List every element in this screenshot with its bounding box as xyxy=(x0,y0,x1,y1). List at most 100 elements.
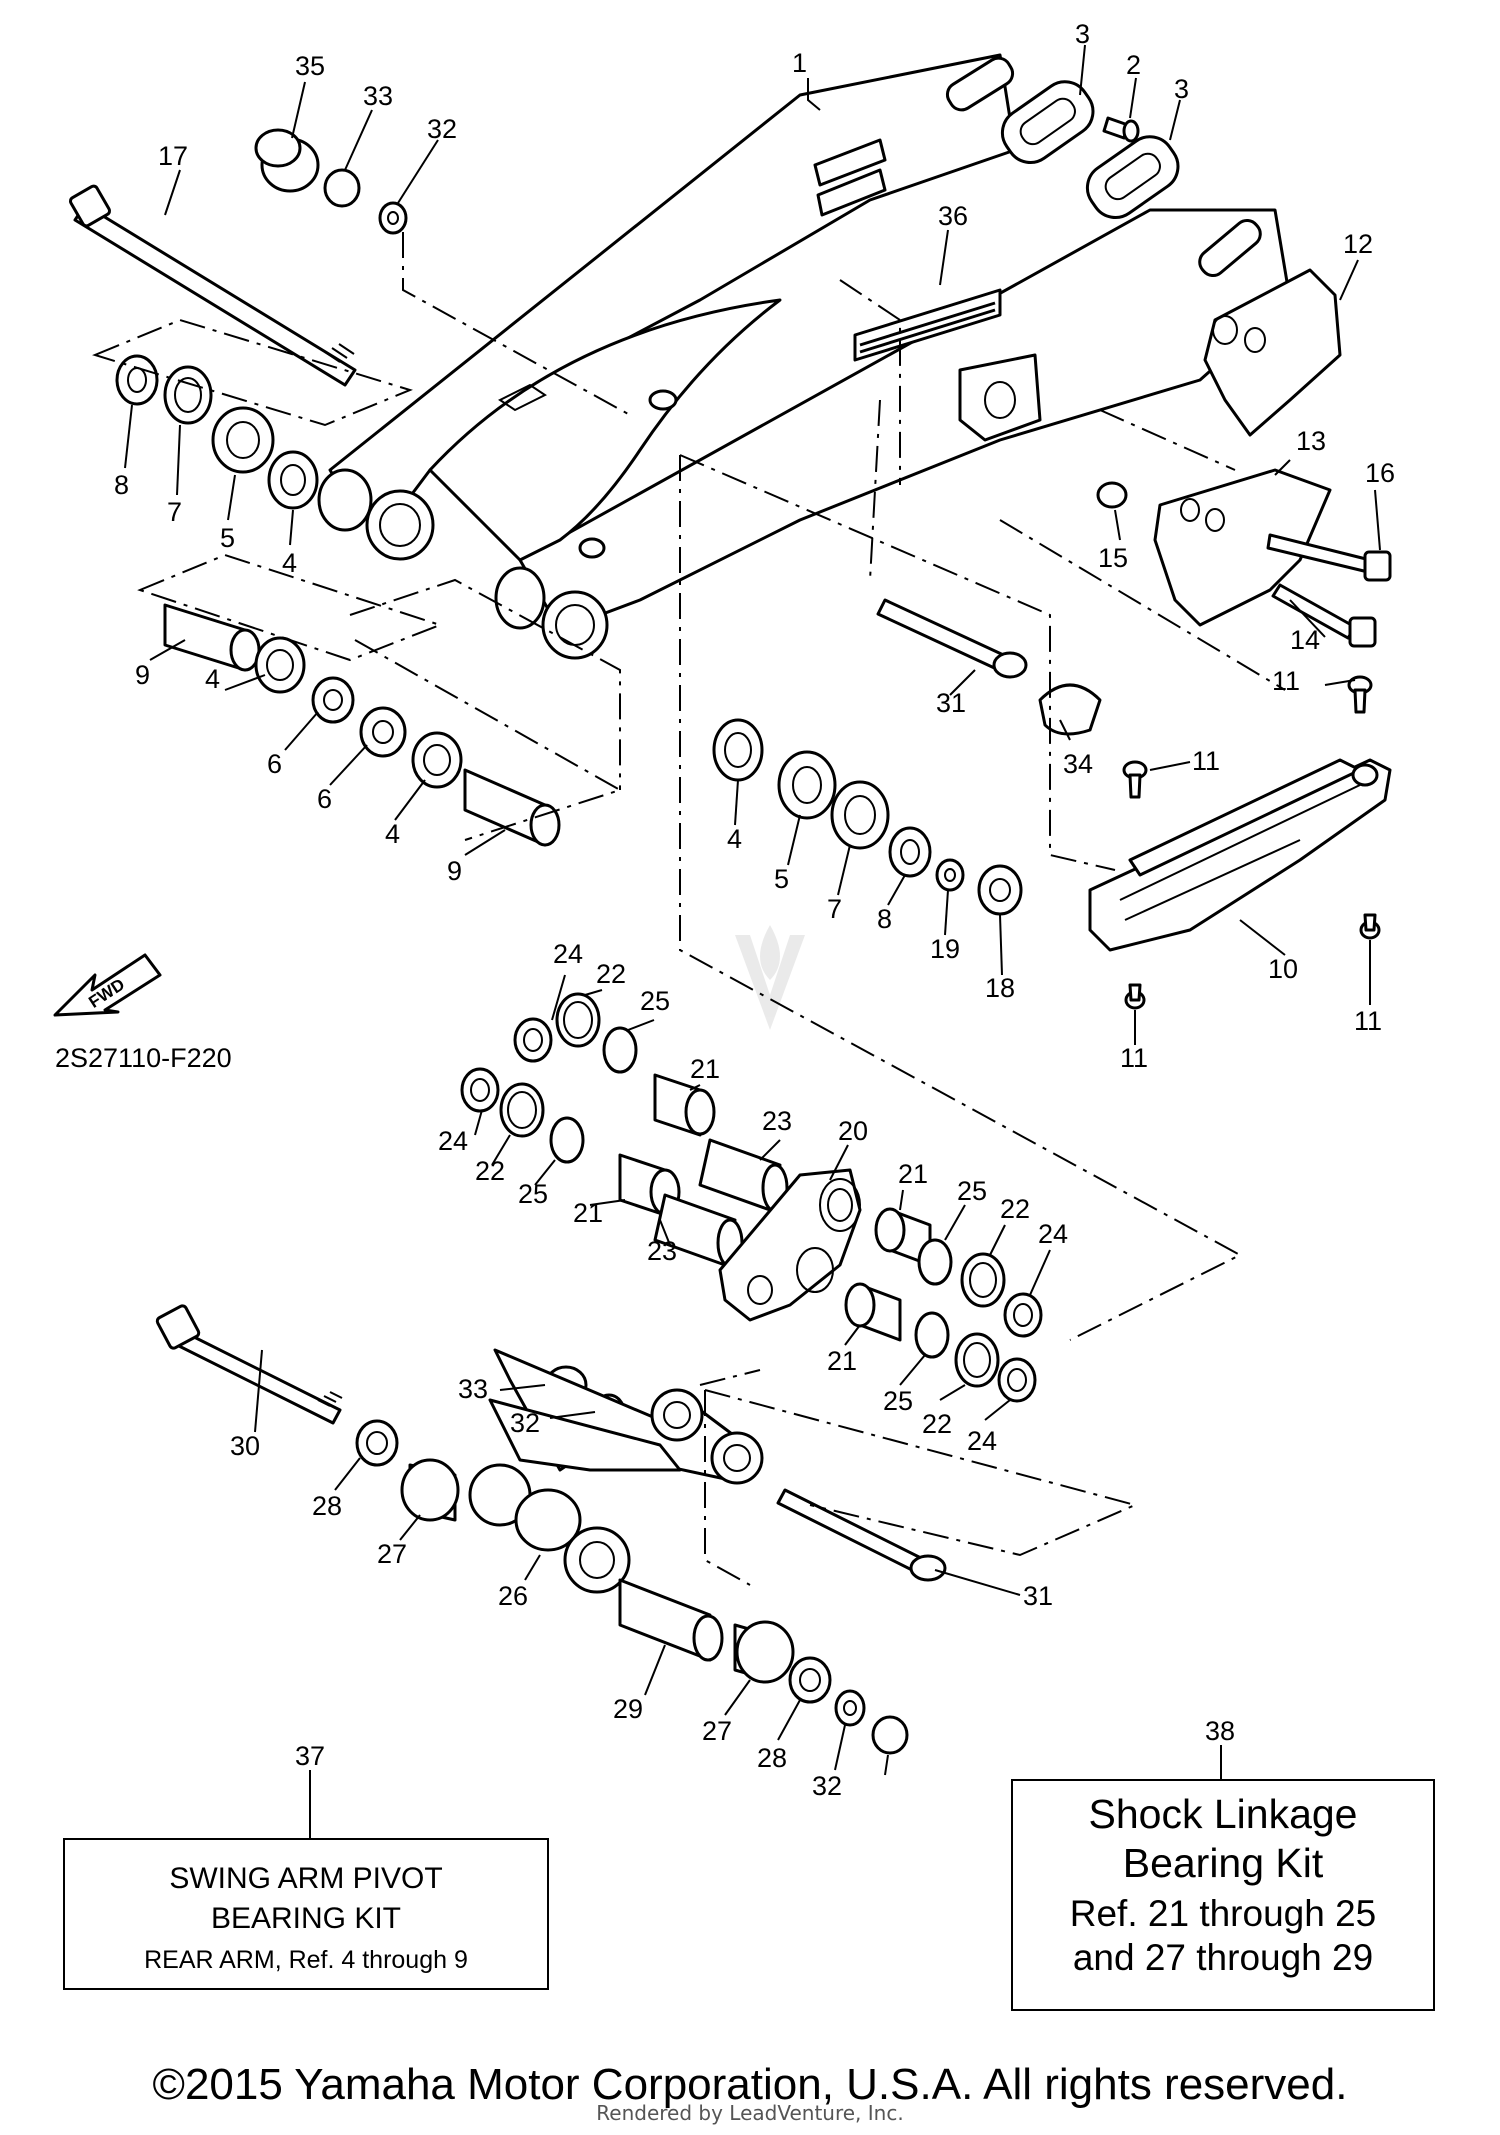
callout-20: 20 xyxy=(838,1116,868,1146)
chain-slider-10 xyxy=(1088,675,1392,1010)
callout-6: 6 xyxy=(317,784,332,814)
chain-guide xyxy=(1153,268,1342,627)
connecting-rod-26 xyxy=(468,1348,764,1594)
cap-34 xyxy=(1038,683,1102,736)
diagram-code: 2S27110-F220 xyxy=(55,1043,232,1073)
callout-8: 8 xyxy=(114,470,129,500)
callout-32: 32 xyxy=(427,114,457,144)
callout-18: 18 xyxy=(985,973,1015,1003)
leadventure-watermark xyxy=(735,925,805,1030)
callout-3: 3 xyxy=(1174,74,1189,104)
kit-pivot-line1: SWING ARM PIVOT xyxy=(169,1862,443,1895)
callout-29: 29 xyxy=(613,1694,643,1724)
callout-13: 13 xyxy=(1296,426,1326,456)
callout-26: 26 xyxy=(498,1581,528,1611)
callout-21: 21 xyxy=(827,1346,857,1376)
callout-9: 9 xyxy=(447,856,462,886)
kit-pivot-line3: REAR ARM, Ref. 4 through 9 xyxy=(144,1946,468,1974)
callout-23: 23 xyxy=(762,1106,792,1136)
bolt-30 xyxy=(155,1304,343,1425)
callout-23: 23 xyxy=(647,1236,677,1266)
guide-bolts xyxy=(1096,481,1392,648)
bolt-31-lower xyxy=(776,1488,947,1582)
callout-22: 22 xyxy=(596,959,626,989)
kit-linkage-line3: Ref. 21 through 25 xyxy=(1069,1893,1377,1934)
bolt-31-upper xyxy=(876,598,1028,679)
callout-37: 37 xyxy=(295,1741,325,1771)
seal-28-left xyxy=(355,1419,399,1467)
callout-4: 4 xyxy=(282,548,297,578)
callout-10: 10 xyxy=(1268,954,1298,984)
callout-8: 8 xyxy=(877,904,892,934)
callout-22: 22 xyxy=(475,1156,505,1186)
callout-5: 5 xyxy=(774,864,789,894)
callout-17: 17 xyxy=(158,141,188,171)
callout-33: 33 xyxy=(458,1374,488,1404)
callout-4: 4 xyxy=(205,664,220,694)
seal-28-right xyxy=(788,1656,832,1704)
relay-arm-20 xyxy=(718,1168,862,1322)
pivot-bearings-inner xyxy=(163,603,561,847)
linkage-seals xyxy=(460,992,638,1164)
washer-32-top xyxy=(378,201,408,235)
callout-7: 7 xyxy=(167,497,182,527)
callout-33: 33 xyxy=(363,81,393,111)
leader-lines xyxy=(124,44,1381,1838)
callout-6: 6 xyxy=(267,749,282,779)
callout-34: 34 xyxy=(1063,749,1093,779)
rendered-by-notice: Rendered by LeadVenture, Inc. xyxy=(596,2101,904,2125)
copyright-notice: ©2015 Yamaha Motor Corporation, U.S.A. A… xyxy=(152,2060,1348,2109)
callout-24: 24 xyxy=(967,1426,997,1456)
callout-12: 12 xyxy=(1343,229,1373,259)
callout-24: 24 xyxy=(1038,1219,1068,1249)
decal-36 xyxy=(853,288,1002,362)
callout-11: 11 xyxy=(1120,1043,1148,1073)
callout-30: 30 xyxy=(230,1431,260,1461)
collar-29 xyxy=(618,1578,724,1662)
adjuster-plates xyxy=(1000,80,1180,219)
callout-32: 32 xyxy=(510,1408,540,1438)
kit-linkage-line2: Bearing Kit xyxy=(1122,1840,1324,1886)
callout-21: 21 xyxy=(690,1054,720,1084)
callout-21: 21 xyxy=(573,1198,603,1228)
kit-linkage-line4: and 27 through 29 xyxy=(1072,1937,1374,1978)
callout-32: 32 xyxy=(812,1771,842,1801)
callout-25: 25 xyxy=(518,1179,548,1209)
callout-25: 25 xyxy=(883,1386,913,1416)
callout-27: 27 xyxy=(702,1716,732,1746)
callout-14: 14 xyxy=(1290,625,1320,655)
callout-4: 4 xyxy=(727,824,742,854)
callout-31: 31 xyxy=(936,688,966,718)
pivot-axle-17 xyxy=(68,184,357,387)
callout-1: 1 xyxy=(792,48,807,78)
swing-arm xyxy=(317,53,1292,660)
callout-3: 3 xyxy=(1075,19,1090,49)
callout-9: 9 xyxy=(135,660,150,690)
callout-11: 11 xyxy=(1354,1006,1382,1036)
swing-arm-pivot-bearing-kit-box: SWING ARM PIVOT BEARING KIT REAR ARM, Re… xyxy=(63,1838,549,1990)
nut-33-top xyxy=(323,168,361,208)
fwd-arrow-icon: FWD xyxy=(53,953,162,1017)
callout-11: 11 xyxy=(1192,746,1220,776)
kit-linkage-line1: Shock Linkage xyxy=(1088,1791,1358,1837)
callout-28: 28 xyxy=(757,1743,787,1773)
nut-lower-right xyxy=(871,1715,909,1755)
callout-15: 15 xyxy=(1098,543,1128,573)
relay-arm-bearings xyxy=(712,718,1023,916)
collar-27-left xyxy=(400,1458,460,1522)
shock-linkage-bearing-kit-box: Shock Linkage Bearing Kit Ref. 21 throug… xyxy=(1011,1779,1435,2011)
callout-5: 5 xyxy=(220,523,235,553)
callout-24: 24 xyxy=(438,1126,468,1156)
linkage-seals-right xyxy=(914,1238,1043,1403)
pivot-bearings-left xyxy=(115,354,319,510)
kit-pivot-line2: BEARING KIT xyxy=(210,1902,402,1935)
callout-16: 16 xyxy=(1365,458,1395,488)
callout-25: 25 xyxy=(957,1176,987,1206)
callout-2: 2 xyxy=(1126,50,1141,80)
reference-lines xyxy=(92,232,1286,1586)
callout-38: 38 xyxy=(1205,1716,1235,1746)
callout-21: 21 xyxy=(898,1159,928,1189)
callout-35: 35 xyxy=(295,51,325,81)
callout-22: 22 xyxy=(922,1409,952,1439)
